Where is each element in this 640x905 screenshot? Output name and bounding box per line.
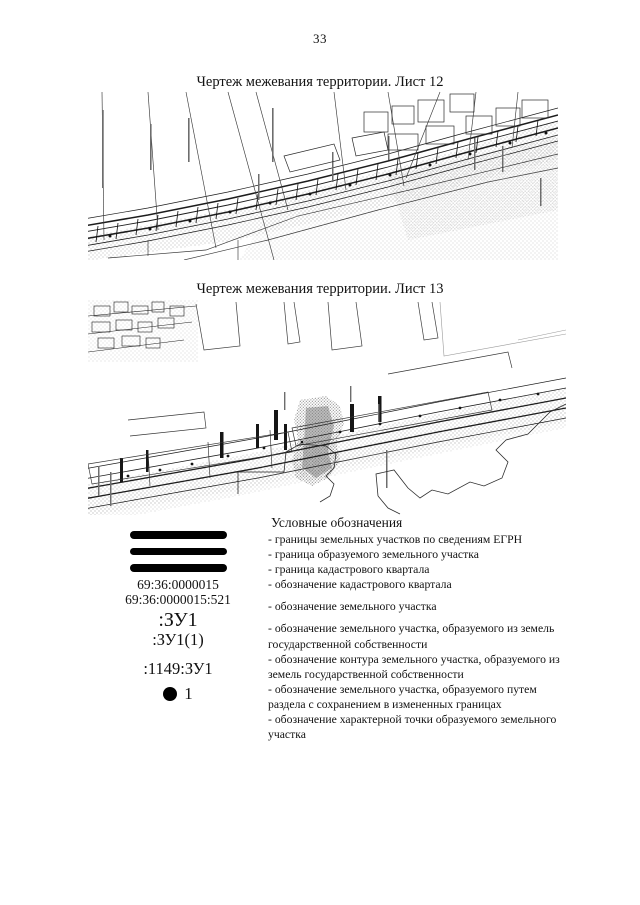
- legend-symbol-column: 69:36:0000015 69:36:0000015:521 :ЗУ1 :ЗУ…: [88, 515, 268, 704]
- legend: 69:36:0000015 69:36:0000015:521 :ЗУ1 :ЗУ…: [88, 515, 560, 755]
- legend-entries: - границы земельных участков по сведения…: [268, 532, 568, 742]
- legend-entry: - граница образуемого земельного участка: [268, 548, 479, 562]
- map-sheet-13: [88, 300, 566, 515]
- legend-entry: - граница кадастрового квартала: [268, 563, 430, 577]
- legend-symbol-cadastral-quarter-boundary: [129, 563, 227, 572]
- legend-symbol-cadastral-parcel-number: 69:36:0000015:521: [125, 591, 231, 607]
- legend-symbol-egrn-boundary: [129, 531, 227, 539]
- legend-symbol-zu1-contour: :ЗУ1(1): [152, 629, 204, 649]
- point-marker-icon: [163, 686, 178, 701]
- page-number: 33: [313, 31, 327, 46]
- legend-symbol-formed-parcel-boundary: [129, 548, 227, 555]
- legend-symbol-cadastral-quarter-number: 69:36:0000015: [137, 576, 219, 592]
- legend-symbol-characteristic-point: 1: [88, 684, 268, 704]
- legend-entry: - обозначение характерной точки образуем…: [268, 713, 557, 742]
- legend-symbol-point-label: 1: [184, 683, 193, 703]
- map-title-sheet-12: Чертеж межевания территории. Лист 12: [196, 74, 444, 90]
- legend-symbol-1149-zu1: :1149:ЗУ1: [143, 658, 213, 678]
- legend-entry: - обозначение кадастрового квартала: [268, 578, 452, 592]
- legend-entry: - обозначение земельного участка, образу…: [268, 682, 537, 711]
- legend-entry: - обозначение контура земельного участка…: [268, 652, 560, 681]
- map-sheet-12: [88, 90, 558, 260]
- legend-entry: - границы земельных участков по сведения…: [268, 533, 523, 546]
- legend-entry: - обозначение земельного участка, образу…: [268, 622, 555, 651]
- legend-entry: - обозначение земельного участка: [268, 600, 437, 614]
- map-title-sheet-13: Чертеж межевания территории. Лист 13: [196, 281, 444, 297]
- legend-symbol-zu1: :ЗУ1: [158, 608, 198, 631]
- legend-heading: Условные обозначения: [271, 515, 403, 530]
